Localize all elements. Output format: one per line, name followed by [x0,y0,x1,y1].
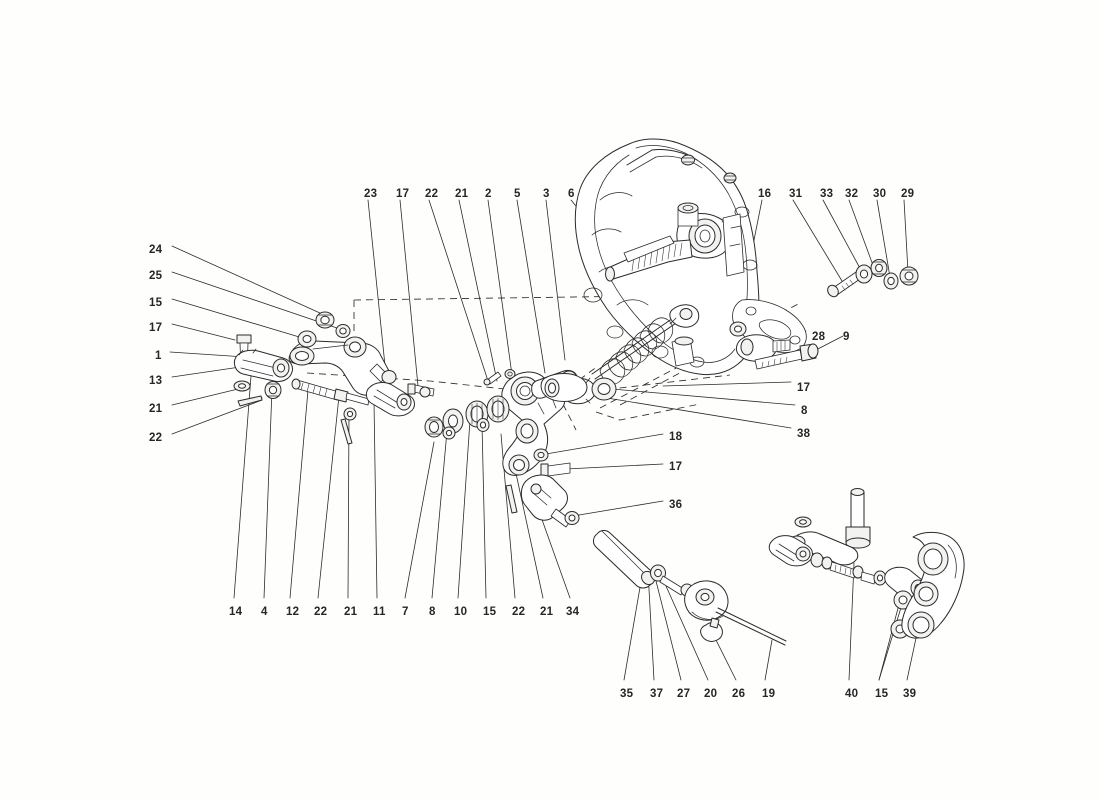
callout-35: 35 [620,688,634,700]
washer-30 [883,272,899,290]
callout-33: 33 [820,188,834,200]
callout-16: 16 [758,188,772,200]
callout-15: 15 [149,297,163,309]
callout-22: 22 [314,606,328,618]
pin-22-lower [340,418,353,445]
nut-21-mid [343,407,357,421]
callout-20: 20 [704,688,718,700]
callout-25: 25 [149,270,163,282]
callout-11: 11 [373,606,386,618]
callout-17: 17 [797,382,811,394]
callout-17: 17 [396,188,410,200]
bolt-9 [754,343,819,370]
bushing-stack [424,373,617,462]
threaded-adjuster-rod [291,378,370,406]
ball-15-left [297,330,317,348]
callout-30: 30 [873,188,887,200]
callout-36: 36 [669,499,683,511]
callout-6: 6 [568,188,575,200]
nut-18 [533,448,549,462]
callout-21: 21 [149,403,163,415]
callout-2: 2 [485,188,492,200]
callout-7: 7 [402,606,409,618]
small-pin-center-upper [483,371,502,386]
small-nut-center-upper [504,369,516,379]
nut-32 [870,259,888,277]
callout-29: 29 [901,188,915,200]
callout-21: 21 [344,606,358,618]
callout-1: 1 [155,350,162,362]
callout-3: 3 [543,188,550,200]
input-shaft [605,235,693,282]
callout-34: 34 [566,606,580,618]
left-control-lever [288,336,397,396]
callout-8: 8 [429,606,436,618]
nut-small-center [442,426,456,440]
callout-39: 39 [903,688,917,700]
pin-22-left [237,395,263,407]
washer-25 [335,324,351,338]
nut-29 [899,266,919,286]
callout-26: 26 [732,688,746,700]
callout-15: 15 [483,606,497,618]
callout-21: 21 [455,188,469,200]
callout-40: 40 [845,688,859,700]
callout-22: 22 [149,432,163,444]
callout-23: 23 [364,188,378,200]
nut-24 [315,311,335,329]
callout-5: 5 [514,188,521,200]
callout-8: 8 [801,405,808,417]
callout-13: 13 [149,375,163,387]
callout-10: 10 [454,606,468,618]
right-linkage-assembly [768,488,965,639]
housing-bolt-top-right [723,172,737,184]
callout-19: 19 [762,688,776,700]
callout-28: 28 [812,331,826,343]
nut-4 [264,381,282,399]
bolt-17-center [540,462,571,477]
callout-17: 17 [669,461,683,473]
nut-22-mid [476,418,490,432]
callout-14: 14 [229,606,243,618]
callout-37: 37 [650,688,664,700]
washer-33 [855,264,873,284]
nut-22-upper [419,386,431,398]
bushing-15-upper [893,590,913,610]
nut-16 [729,321,747,337]
nut-7 [424,416,444,438]
callout-12: 12 [286,606,300,618]
callout-22: 22 [425,188,439,200]
housing-bolt-top-left [681,154,695,166]
lower-clevis-link [505,474,580,528]
bushing-shell [540,373,588,402]
callout-22: 22 [512,606,526,618]
callout-27: 27 [677,688,691,700]
callout-31: 31 [789,188,803,200]
slave-cylinder-28 [735,334,791,362]
callout-18: 18 [669,431,683,443]
callout-17: 17 [149,322,163,334]
callout-21: 21 [540,606,554,618]
push-rod-tube [593,530,787,646]
callout-4: 4 [261,606,268,618]
washer-21-left [233,380,251,392]
callout-24: 24 [149,244,163,256]
callout-9: 9 [843,331,850,343]
bracket-13 [233,348,293,382]
bolt-31 [827,271,861,298]
callout-32: 32 [845,188,859,200]
callout-38: 38 [797,428,811,440]
bearing-15 [486,395,510,423]
callout-15: 15 [875,688,889,700]
clevis-11 [365,382,415,417]
washer-38 [591,377,617,401]
